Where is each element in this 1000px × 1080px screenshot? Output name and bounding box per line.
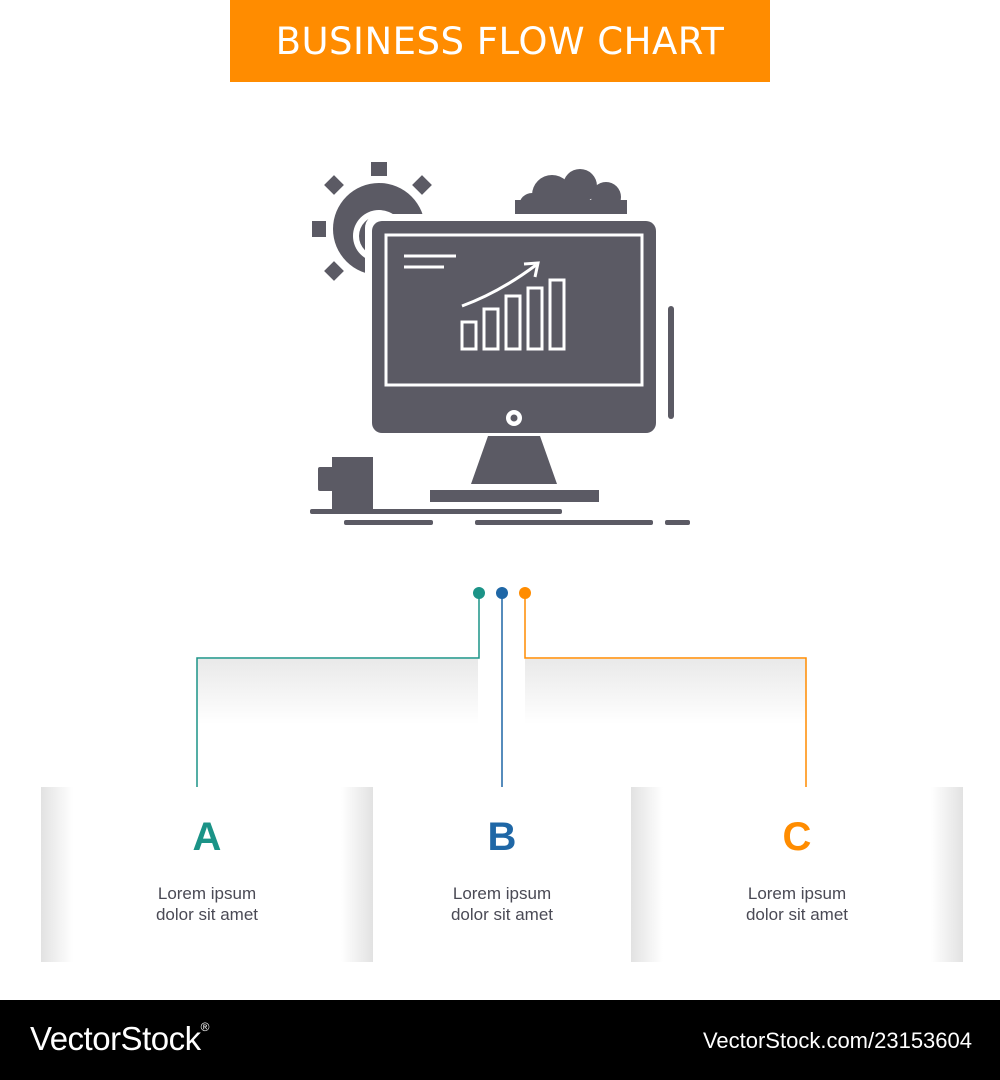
chart-bar <box>460 320 478 351</box>
step-text-line2: dolor sit amet <box>745 905 849 924</box>
title-banner: BUSINESS FLOW CHART <box>230 0 770 82</box>
page-title: BUSINESS FLOW CHART <box>275 19 725 63</box>
step-text-line2: dolor sit amet <box>155 905 259 924</box>
connector-dot-c <box>519 587 531 599</box>
brand-logo: VectorStock® <box>30 1020 209 1058</box>
connector-line-c <box>524 593 807 797</box>
chart-bar <box>482 307 500 351</box>
step-letter-b: B <box>487 815 517 859</box>
connector-line-a <box>196 593 480 797</box>
chart-bar <box>548 278 566 351</box>
connector-dot-a <box>473 587 485 599</box>
image-id: VectorStock.com/23153604 <box>702 1028 972 1053</box>
step-letter-a: A <box>192 815 222 859</box>
connector-shadow-left <box>197 659 478 724</box>
step-card-a: A Lorem ipsum dolor sit amet <box>41 787 373 962</box>
brand-name: VectorStock <box>30 1020 201 1057</box>
chart-bar <box>504 294 522 351</box>
step-text-line1: Lorem ipsum <box>747 884 847 903</box>
step-card-c: C Lorem ipsum dolor sit amet <box>631 787 963 962</box>
step-card-b: B Lorem ipsum dolor sit amet <box>373 787 631 962</box>
step-description-c: Lorem ipsum dolor sit amet <box>631 883 963 925</box>
step-text-line1: Lorem ipsum <box>452 884 552 903</box>
monitor-growth-chart-icon <box>310 162 690 525</box>
connector-shadow-right <box>525 659 806 724</box>
registered-mark: ® <box>200 1020 210 1034</box>
step-text-line1: Lorem ipsum <box>157 884 257 903</box>
step-letter-c: C <box>782 815 812 859</box>
step-text-line2: dolor sit amet <box>450 905 554 924</box>
growth-arrow-icon <box>461 263 537 308</box>
mug-icon <box>332 457 373 512</box>
footer-bar: VectorStock® VectorStock.com/23153604 <box>0 1000 1000 1080</box>
monitor-icon <box>372 221 656 433</box>
step-description-a: Lorem ipsum dolor sit amet <box>41 883 373 925</box>
step-description-b: Lorem ipsum dolor sit amet <box>373 883 631 925</box>
connector-dot-b <box>496 587 508 599</box>
chart-bar <box>526 286 544 351</box>
